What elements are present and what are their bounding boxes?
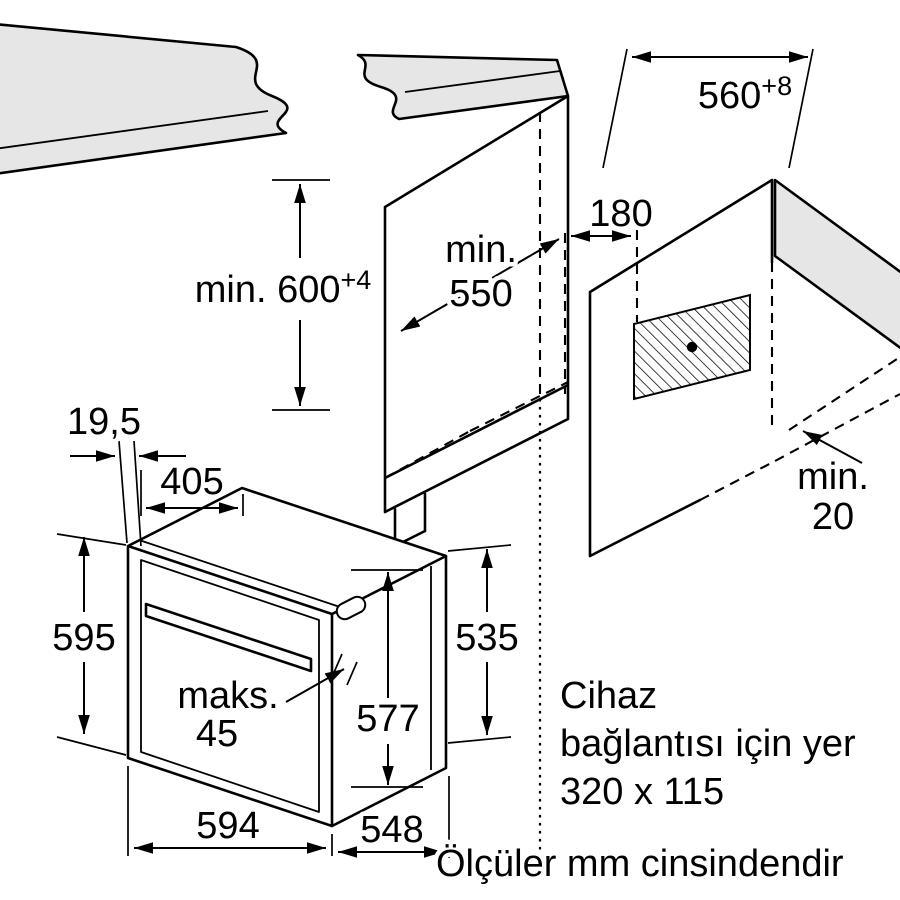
oven-side-latch — [335, 595, 367, 621]
countertop-left-piece — [0, 23, 289, 175]
oven-door-handle — [144, 602, 313, 673]
oven-panel-lines — [138, 539, 432, 813]
niche-hidden-edges — [384, 112, 639, 479]
dimension-labels: 560+8 min. 600+4 min. 550 180 min. 20 19… — [48, 67, 874, 856]
dim-label-19-5: 19,5 — [67, 401, 141, 443]
side-wall-panel — [588, 178, 900, 558]
wall-hidden-edges — [699, 262, 900, 501]
dim-label-600: min. 600+4 — [195, 265, 372, 311]
dim-label-550-min: min. — [445, 229, 517, 271]
dim-45-arrow — [285, 668, 345, 703]
countertop — [0, 23, 570, 175]
dim-label-535: 535 — [455, 617, 518, 659]
dim-label-550: 550 — [449, 273, 512, 315]
dimension-arrows — [70, 51, 863, 858]
wall-outline — [588, 178, 774, 558]
dim-label-577: 577 — [356, 698, 419, 740]
connection-note-line1: Cihaz — [560, 675, 657, 717]
dim-label-20: 20 — [812, 496, 854, 538]
connection-note-line3: 320 x 115 — [560, 771, 724, 813]
countertop-right-piece — [356, 53, 570, 121]
connection-note-line2: bağlantısı için yer — [560, 723, 856, 765]
cabinet-niche — [383, 94, 639, 548]
dim-label-45: 45 — [196, 713, 238, 755]
connection-cutout — [633, 293, 751, 401]
dim-550-a — [400, 284, 481, 332]
extension-lines — [56, 48, 814, 858]
oven — [126, 486, 448, 828]
dim-label-180: 180 — [589, 193, 652, 235]
dim-20-arrow — [802, 430, 863, 464]
notes: Cihaz bağlantısı için yer 320 x 115 Ölçü… — [432, 671, 861, 890]
dim-label-595: 595 — [52, 617, 115, 659]
countertop-thickness-lines — [0, 70, 561, 150]
dim-label-560: 560+8 — [698, 71, 792, 117]
connection-point-dot — [686, 341, 698, 353]
dim-label-45-maks: maks. — [177, 675, 278, 717]
dim-label-594: 594 — [196, 805, 259, 847]
niche-outline — [383, 94, 570, 548]
dim-label-548: 548 — [360, 809, 423, 851]
dim-label-20-min: min. — [797, 456, 869, 498]
units-note: Ölçüler mm cinsindendir — [436, 843, 844, 885]
dim-550-b — [479, 238, 560, 286]
adjacent-countertop — [773, 178, 900, 350]
dim-label-405: 405 — [160, 461, 223, 503]
